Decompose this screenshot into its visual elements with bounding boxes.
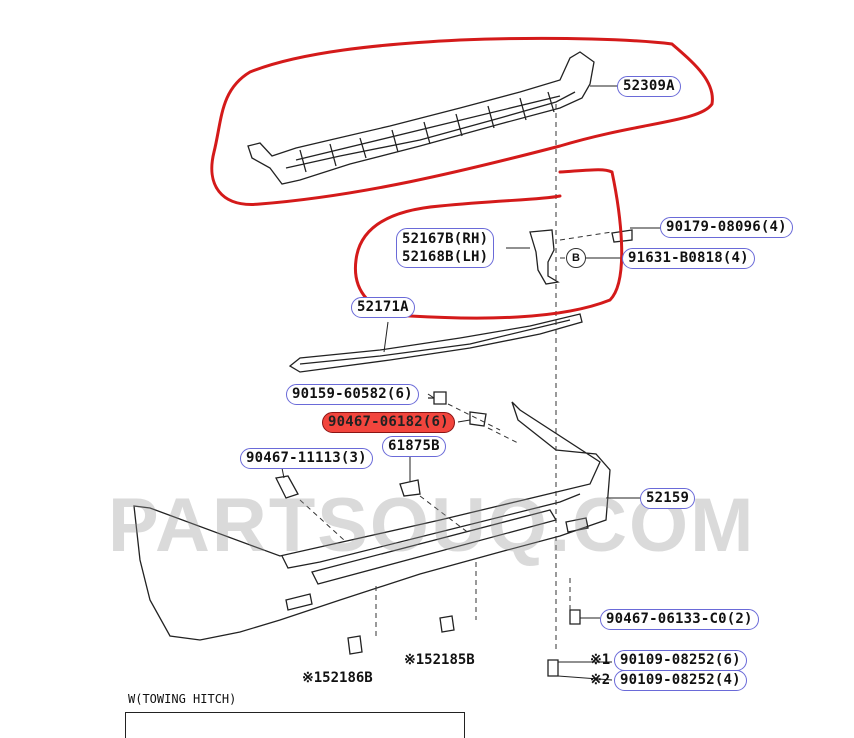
section-label-towing-hitch: W(TOWING HITCH) (128, 692, 237, 706)
retainer-52171a-drawing (288, 313, 583, 373)
bolt-90159-drawing (428, 391, 447, 405)
callout-91631-b0818[interactable]: 91631-B0818(4) (622, 248, 755, 269)
bracket-52167b-drawing (529, 229, 560, 285)
callout-61875b[interactable]: 61875B (382, 436, 446, 457)
callout-90109-08252-6[interactable]: 90109-08252(6) (614, 650, 747, 671)
towing-hitch-box (125, 712, 465, 738)
note-152186b[interactable]: ※152186B (302, 670, 373, 686)
clip-90467-06182-drawing (469, 411, 487, 427)
cap-61875b-drawing (399, 479, 421, 497)
callout-52167b: 52167B(RH) (402, 231, 489, 247)
reinforcement-52309a-drawing (247, 51, 595, 185)
callout-90159-60582[interactable]: 90159-60582(6) (286, 384, 419, 405)
red-outline-top (210, 36, 714, 206)
rear-bumper-52159-drawing (133, 401, 611, 641)
callout-90179-08096[interactable]: 90179-08096(4) (660, 217, 793, 238)
note-152185b[interactable]: ※152185B (404, 652, 475, 668)
callout-52309a[interactable]: 52309A (617, 76, 681, 97)
callout-52171a[interactable]: 52171A (351, 297, 415, 318)
callout-90467-11113[interactable]: 90467-11113(3) (240, 448, 373, 469)
callout-52167b-52168b[interactable]: 52167B(RH) 52168B(LH) (396, 228, 495, 268)
callout-90109-08252-4[interactable]: 90109-08252(4) (614, 670, 747, 691)
note-mark-1: ※1 (590, 652, 611, 668)
callout-52159[interactable]: 52159 (640, 488, 696, 509)
note-mark-2: ※2 (590, 672, 611, 688)
callout-52168b: 52168B(LH) (402, 249, 489, 265)
reference-b-marker: B (566, 248, 586, 268)
callout-90467-06182-highlighted[interactable]: 90467-06182(6) (322, 412, 455, 433)
callout-90467-06133-c0[interactable]: 90467-06133-C0(2) (600, 609, 759, 630)
